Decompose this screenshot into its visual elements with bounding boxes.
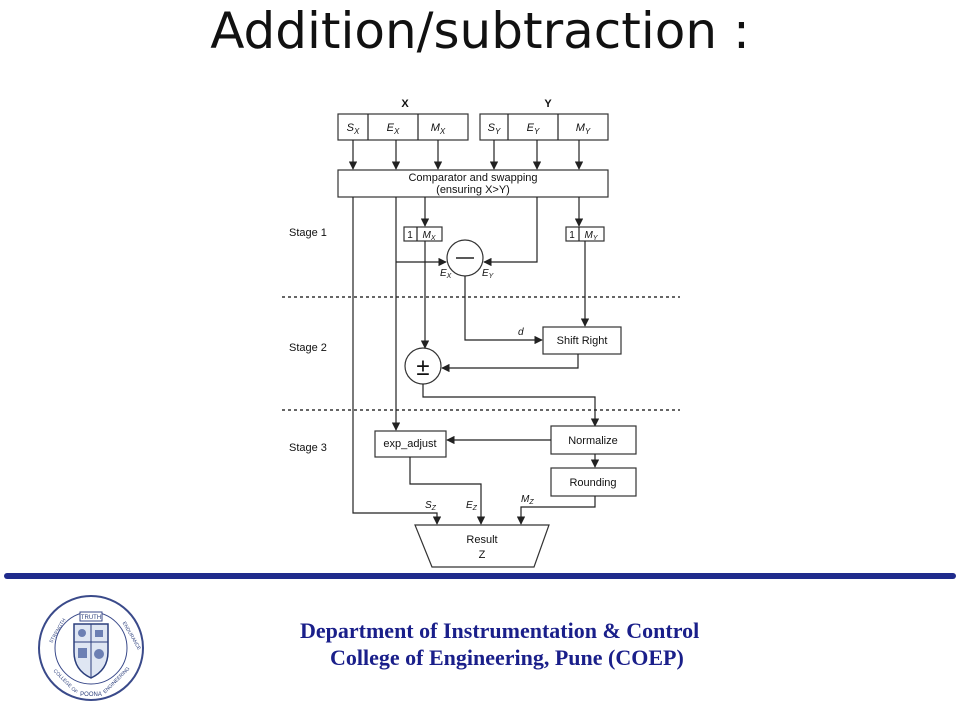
footer-college: College of Engineering, Pune (COEP) [330, 645, 684, 670]
x-register: SX EX MX [337, 113, 469, 141]
stage-3-label: Stage 3 [289, 442, 327, 454]
footer-department: Department of Instrumentation & Control [300, 618, 700, 643]
svg-text:POONA: POONA [80, 692, 102, 698]
rounding-box: Rounding [550, 467, 637, 497]
svg-text:Rounding: Rounding [569, 477, 616, 489]
svg-text:SZ: SZ [425, 500, 437, 512]
normalize-box: Normalize [550, 425, 637, 455]
fp-add-sub-diagram: X Y SX EX MX SY EY MY Comparator and swa… [282, 98, 680, 568]
shift-right-box: Shift Right [542, 326, 622, 355]
stage-1-label: Stage 1 [289, 227, 327, 239]
svg-text:Normalize: Normalize [568, 435, 618, 447]
comparator-line2: (ensuring X>Y) [436, 184, 510, 196]
register-to-comparator-arrows [348, 140, 584, 170]
svg-text:MY: MY [584, 230, 598, 242]
my-hidden-bit-box: 1 MY [565, 226, 605, 242]
svg-text:exp_adjust: exp_adjust [383, 438, 436, 450]
slide-title: Addition/subtraction : [210, 2, 750, 60]
stage-2-label: Stage 2 [289, 342, 327, 354]
field-ey: EY [527, 122, 540, 136]
svg-text:±: ± [416, 354, 429, 381]
svg-text:Result: Result [466, 534, 497, 546]
coep-logo: TRUTH STRENGTH ENDURANCE COLLEGE OF ENGI… [38, 595, 144, 701]
field-sy: SY [488, 122, 501, 136]
field-my: MY [576, 122, 591, 136]
svg-text:1: 1 [407, 230, 413, 241]
svg-text:EY: EY [482, 268, 495, 280]
svg-text:TRUTH: TRUTH [81, 615, 101, 621]
exponent-subtractor: EX EY [440, 239, 495, 280]
field-mx: MX [431, 122, 446, 136]
mantissa-adder: ± [404, 347, 442, 385]
exp-adjust-box: exp_adjust [374, 430, 447, 458]
svg-text:MX: MX [422, 230, 435, 242]
svg-text:Z: Z [479, 549, 486, 561]
svg-text:1: 1 [569, 230, 575, 241]
field-sx: SX [347, 122, 360, 136]
svg-text:EX: EX [440, 268, 452, 280]
result-box: Result Z [414, 524, 550, 568]
comparator-line1: Comparator and swapping [408, 172, 537, 184]
shift-amount-label: d [518, 327, 524, 338]
svg-text:Shift Right: Shift Right [557, 335, 608, 347]
mx-hidden-bit-box: 1 MX [403, 226, 443, 242]
svg-text:MZ: MZ [521, 494, 534, 506]
comparator-box: Comparator and swapping (ensuring X>Y) [337, 169, 609, 198]
svg-text:EZ: EZ [466, 500, 478, 512]
operand-y-label: Y [544, 98, 552, 110]
footer-divider [4, 573, 956, 579]
field-ex: EX [387, 122, 400, 136]
operand-x-label: X [401, 98, 409, 110]
y-register: SY EY MY [479, 113, 609, 141]
